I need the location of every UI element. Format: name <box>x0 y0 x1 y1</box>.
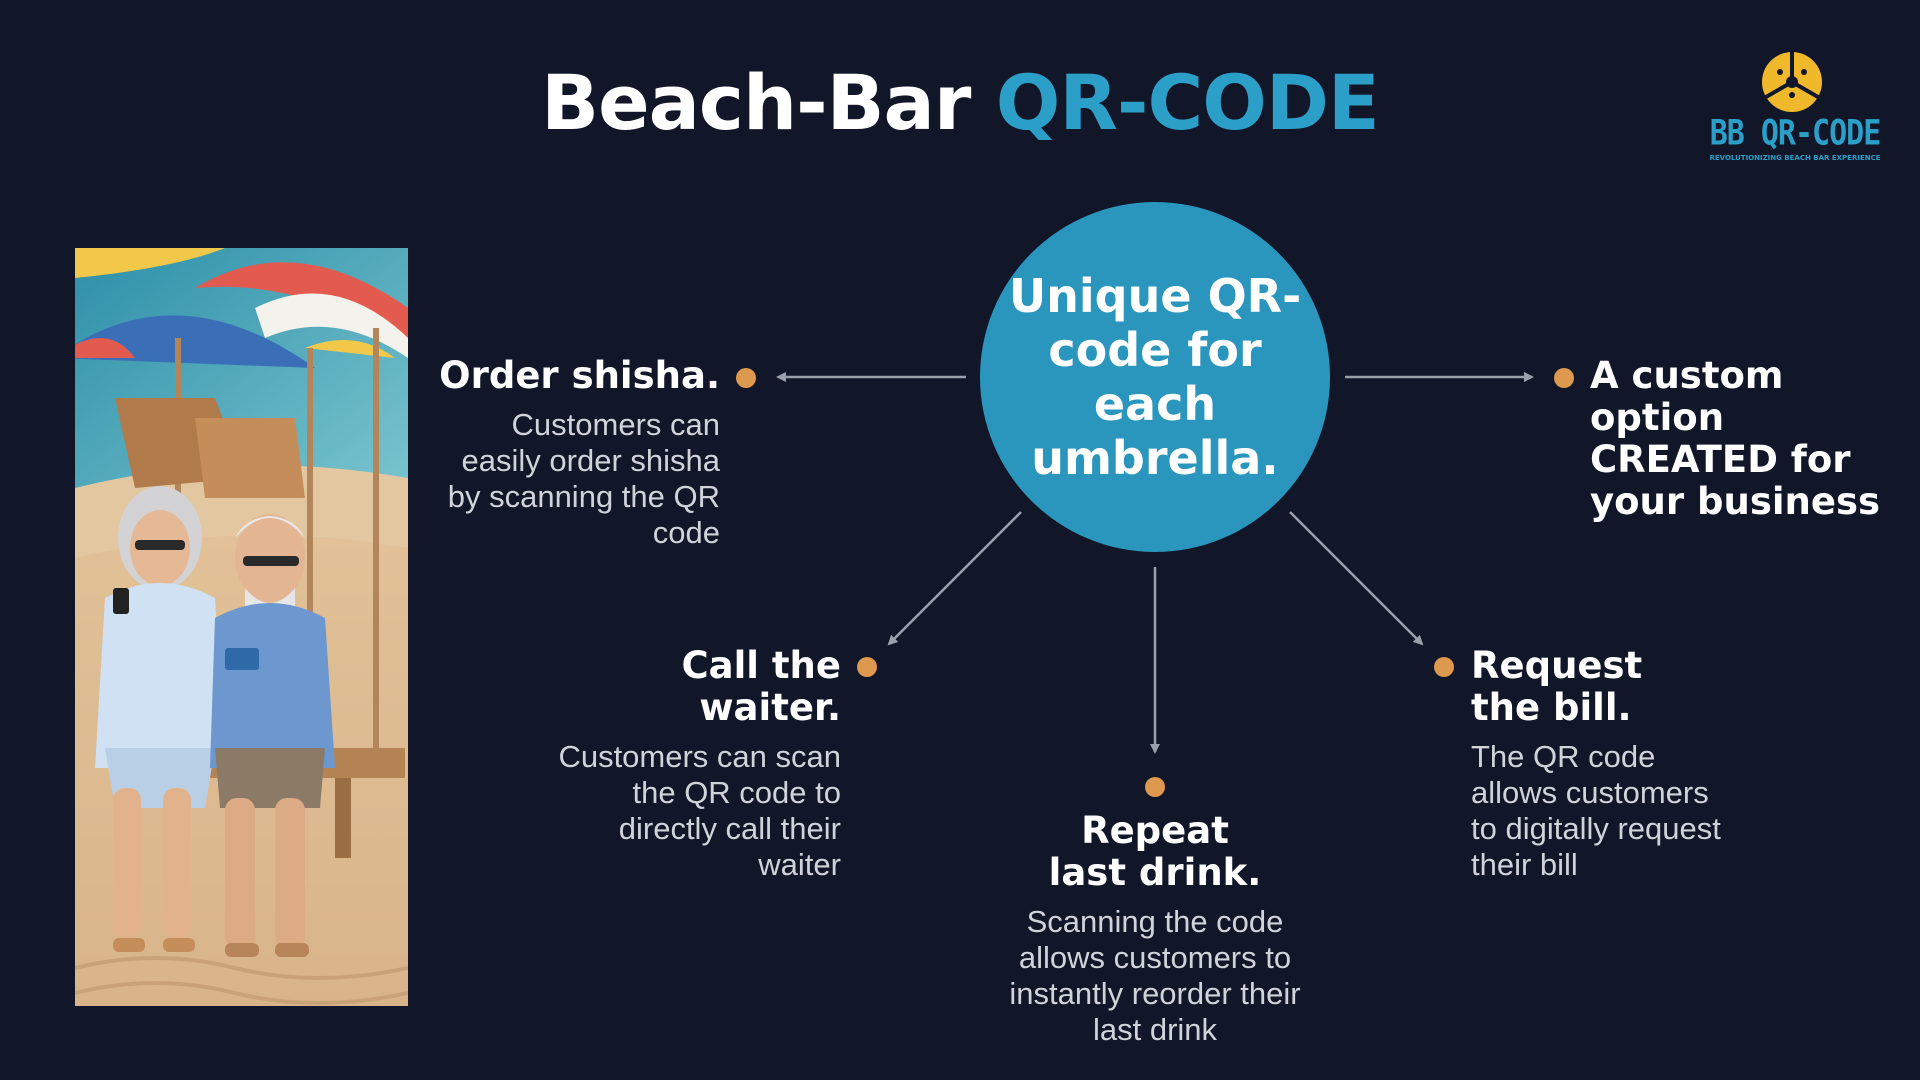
feature-request-bill: Request the bill. The QR code allows cus… <box>1471 645 1771 883</box>
title-main: Beach-Bar <box>541 58 996 147</box>
title-accent: QR-CODE <box>995 58 1380 147</box>
shisha-dot <box>736 368 756 388</box>
feature-custom-option: A custom option CREATED for your busines… <box>1590 355 1900 523</box>
feature-description: Customers can easily order shisha by sca… <box>447 407 720 550</box>
feature-title: A custom option CREATED for your busines… <box>1590 354 1881 523</box>
hub-text: Unique QR-code for each umbrella. <box>1008 269 1302 485</box>
logo-name: BB QR-CODE <box>1709 113 1882 154</box>
feature-title: Request the bill. <box>1471 644 1643 729</box>
hub-circle: Unique QR-code for each umbrella. <box>980 202 1330 552</box>
feature-description: Scanning the code allows customers to in… <box>1009 904 1301 1047</box>
beach-scene-image <box>75 248 408 1006</box>
bill-dot <box>1434 657 1454 677</box>
feature-description: Customers can scan the QR code to direct… <box>558 739 841 882</box>
arrow-to-bill <box>1289 511 1424 646</box>
feature-repeat-drink: Repeat last drink. Scanning the code all… <box>1000 810 1310 1048</box>
feature-title: Repeat last drink. <box>1048 809 1262 894</box>
brand-logo: BB QR-CODE REVOLUTIONIZING BEACH BAR EXP… <box>1700 50 1890 170</box>
repeat-dot <box>1145 777 1165 797</box>
custom-dot <box>1554 368 1574 388</box>
beach-couple-illustration <box>75 248 408 1006</box>
waiter-dot <box>857 657 877 677</box>
feature-order-shisha: Order shisha. Customers can easily order… <box>420 355 720 551</box>
feature-title: Call the waiter. <box>681 644 842 729</box>
feature-description: The QR code allows customers to digitall… <box>1471 739 1721 882</box>
feature-title: Order shisha. <box>439 354 720 397</box>
logo-mark-icon <box>1762 52 1822 112</box>
feature-call-waiter: Call the waiter. Customers can scan the … <box>555 645 841 883</box>
arrow-to-waiter <box>887 511 1022 646</box>
page-title: Beach-Bar QR-CODE <box>0 58 1920 147</box>
logo-tagline: REVOLUTIONIZING BEACH BAR EXPERIENCE <box>1709 154 1881 162</box>
